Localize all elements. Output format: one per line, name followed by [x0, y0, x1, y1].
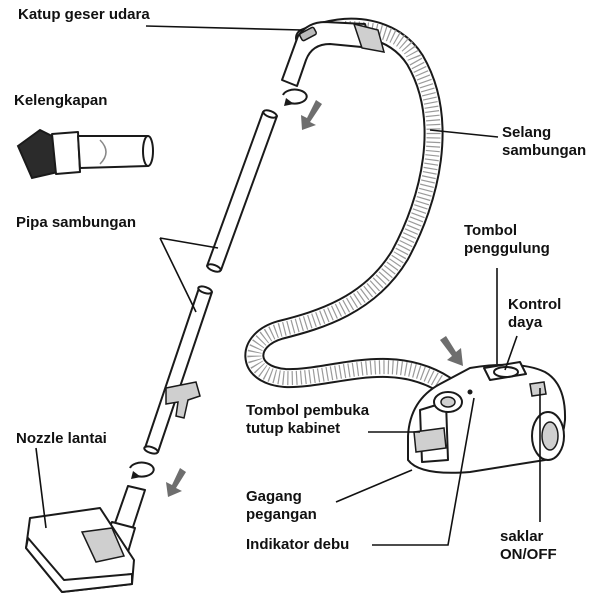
arrow-down-icon	[301, 100, 322, 130]
label-carry-handle: Gagang pegangan	[246, 488, 317, 524]
label-extension-pipe: Pipa sambungan	[16, 214, 137, 231]
label-line: Selang	[502, 124, 552, 141]
hose	[244, 17, 455, 395]
arrow-down-icon	[166, 468, 186, 497]
air-slide-valve	[299, 26, 317, 42]
label-air-slide-valve: Katup geser udara	[18, 6, 150, 23]
rotate-icon	[282, 88, 308, 106]
label-accessories: Kelengkapan	[14, 92, 108, 109]
leader-lines	[35, 25, 541, 546]
label-line: daya	[508, 314, 543, 331]
rotate-icon	[129, 461, 155, 479]
label-dust-indicator: Indikator debu	[246, 536, 350, 553]
label-line: sambungan	[502, 142, 587, 159]
label-line: saklar	[500, 528, 544, 545]
label-line: ON/OFF	[500, 546, 557, 563]
label-line: Kontrol	[508, 296, 562, 313]
label-cord-rewind-button: Tombol penggulung	[464, 222, 550, 258]
floor-nozzle	[25, 485, 146, 593]
label-line: pegangan	[246, 506, 317, 523]
label-line: penggulung	[464, 240, 550, 257]
label-power-control: Kontrol daya	[508, 296, 561, 332]
label-line: Tombol	[464, 222, 518, 239]
label-connecting-hose: Selang sambungan	[502, 124, 586, 160]
label-line: Tombol pembuka	[246, 402, 370, 419]
arrow-down-icon	[440, 336, 463, 366]
extension-pipe-upper	[206, 109, 278, 273]
handle-grip	[281, 21, 386, 87]
label-cabinet-open-button: Tombol pembuka tutup kabinet	[246, 402, 369, 438]
label-line: tutup kabinet	[246, 420, 341, 437]
label-floor-nozzle: Nozzle lantai	[16, 430, 107, 447]
extension-pipe-lower	[143, 285, 213, 455]
crevice-tool-accessory	[16, 128, 154, 180]
label-line: Gagang	[246, 488, 302, 505]
label-on-off-switch: saklar ON/OFF	[500, 528, 557, 564]
